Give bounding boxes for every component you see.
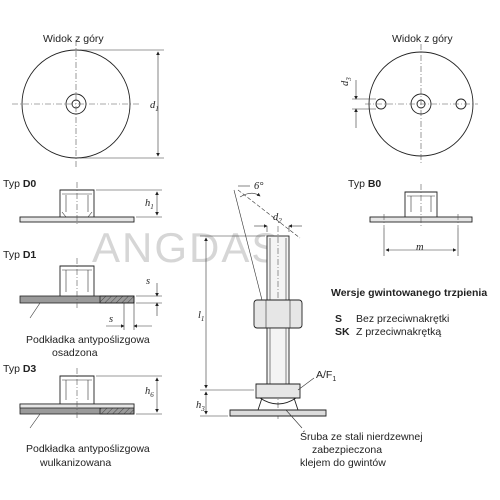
- watermark: ANGDAS: [92, 224, 281, 271]
- type-b0-drawing: [369, 184, 473, 256]
- stud-drawing: [200, 185, 327, 429]
- top-view-left-label: Widok z góry: [43, 33, 104, 45]
- dim-d3: d3: [340, 77, 353, 86]
- type-d1-drawing: [19, 258, 162, 330]
- d3-note-line2: wulkanizowana: [39, 457, 111, 469]
- version-sk-label: Z przeciwnakrętką: [356, 326, 441, 338]
- screw-note-line1: Śruba ze stali nierdzewnej: [300, 430, 423, 443]
- d1-note-line1: Podkładka antypoślizgowa: [26, 334, 150, 346]
- dim-angle: 6°: [254, 181, 264, 192]
- version-sk-code: SK: [335, 326, 350, 338]
- type-d3-label: Typ D3: [3, 363, 36, 375]
- dim-h3: h3: [196, 400, 205, 413]
- dim-h6: h6: [145, 386, 154, 399]
- dim-l1: l1: [198, 310, 204, 323]
- dim-d2: d2: [273, 212, 282, 225]
- dim-s-top: s: [146, 276, 150, 287]
- d3-note-line1: Podkładka antypoślizgowa: [26, 443, 150, 455]
- version-s-label: Bez przeciwnakrętki: [356, 313, 449, 325]
- top-view-right-drawing: [352, 44, 478, 164]
- type-b0-label: Typ B0: [348, 178, 381, 190]
- top-view-left-drawing: [12, 40, 164, 168]
- type-d0-label: Typ D0: [3, 178, 36, 190]
- d1-note-line2: osadzona: [52, 347, 98, 359]
- version-s-code: S: [335, 313, 342, 325]
- type-d0-drawing: [19, 182, 162, 226]
- dim-m: m: [416, 242, 424, 253]
- type-d3-drawing: [19, 368, 162, 429]
- screw-note-line2: zabezpieczona: [312, 444, 382, 456]
- type-d1-label: Typ D1: [3, 249, 36, 261]
- top-view-right-label: Widok z góry: [392, 33, 453, 45]
- dim-s-bottom: s: [109, 314, 113, 325]
- versions-title: Wersje gwintowanego trzpienia: [331, 287, 487, 299]
- dim-d1: d1: [150, 100, 159, 113]
- dim-af: A/F1: [316, 369, 336, 383]
- dim-h1: h1: [145, 198, 154, 211]
- screw-note-line3: klejem do gwintów: [300, 457, 386, 469]
